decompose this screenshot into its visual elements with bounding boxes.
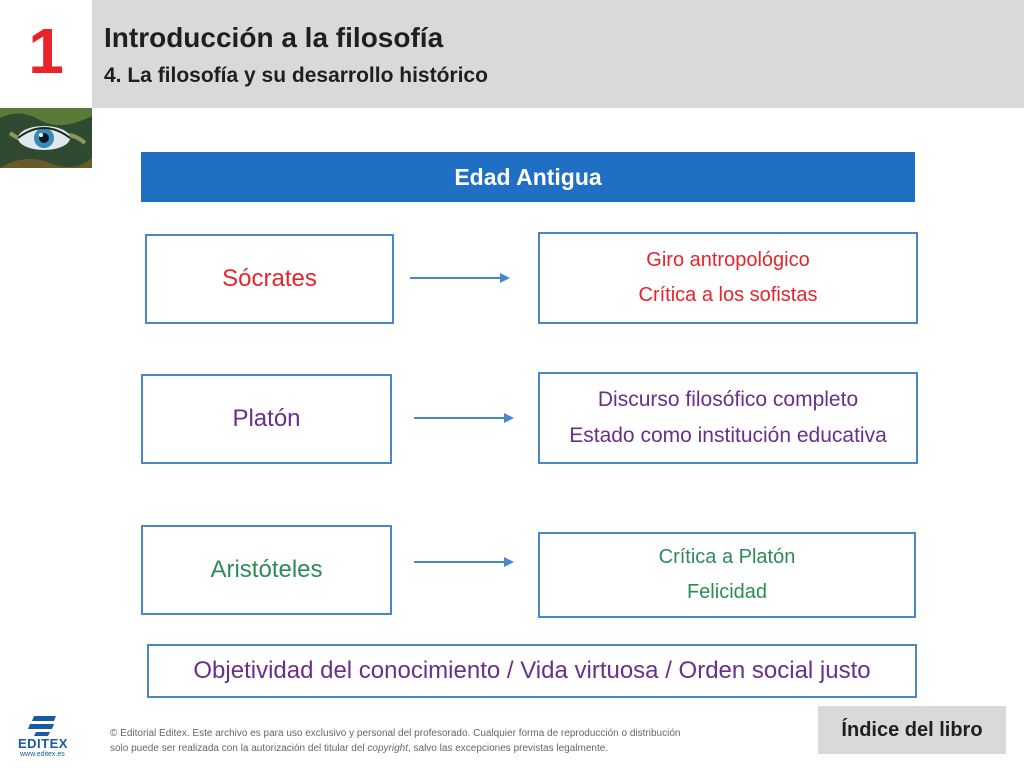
copyright-line-1: © Editorial Editex. Este archivo es para… (110, 728, 681, 739)
copyright-line-2: solo puede ser realizada con la autoriza… (110, 742, 730, 757)
right-arrow-icon (410, 273, 510, 283)
summary-box: Objetividad del conocimiento / Vida virt… (147, 644, 917, 698)
philosopher-name: Aristóteles (210, 556, 323, 583)
page-subtitle: 4. La filosofía y su desarrollo históric… (104, 64, 488, 87)
copyright-line-2-post: , salvo las excepciones previstas legalm… (407, 742, 609, 754)
header-band: Introducción a la filosofía 4. La filoso… (92, 0, 1024, 108)
summary-text: Objetividad del conocimiento / Vida virt… (193, 657, 871, 684)
ideas-box-aristoteles: Crítica a Platón Felicidad (538, 532, 916, 618)
eye-earth-image (0, 108, 92, 168)
right-arrow-icon (414, 557, 514, 567)
idea-item: Crítica a Platón (658, 546, 796, 568)
philosopher-box-socrates: Sócrates (145, 234, 394, 324)
philosopher-name: Sócrates (222, 265, 317, 292)
idea-item: Giro antropológico (646, 249, 810, 271)
editex-logo-icon (28, 716, 56, 736)
copyright-notice: © Editorial Editex. Este archivo es para… (110, 727, 730, 756)
book-index-button[interactable]: Índice del libro (818, 706, 1006, 754)
philosopher-box-aristoteles: Aristóteles (141, 525, 392, 615)
philosopher-box-platon: Platón (141, 374, 392, 464)
ideas-box-socrates: Giro antropológico Crítica a los sofista… (538, 232, 918, 324)
chapter-number: 1 (28, 15, 64, 87)
page-title: Introducción a la filosofía (104, 22, 444, 53)
idea-item: Discurso filosófico completo (597, 388, 859, 411)
idea-item: Crítica a los sofistas (638, 284, 818, 306)
ideas-box-platon: Discurso filosófico completo Estado como… (538, 372, 918, 464)
philosopher-name: Platón (232, 405, 301, 432)
editex-logo-text: EDITEX (18, 736, 68, 751)
idea-item: Estado como institución educativa (569, 424, 887, 447)
copyright-line-2-pre: solo puede ser realizada con la autoriza… (110, 742, 368, 754)
idea-item: Felicidad (686, 581, 768, 603)
copyright-term: copyright (367, 742, 408, 754)
editex-url: www.editex.es (20, 751, 65, 758)
right-arrow-icon (414, 413, 514, 423)
chapter-number-box: 1 (0, 0, 92, 108)
era-banner: Edad Antigua (141, 152, 915, 202)
